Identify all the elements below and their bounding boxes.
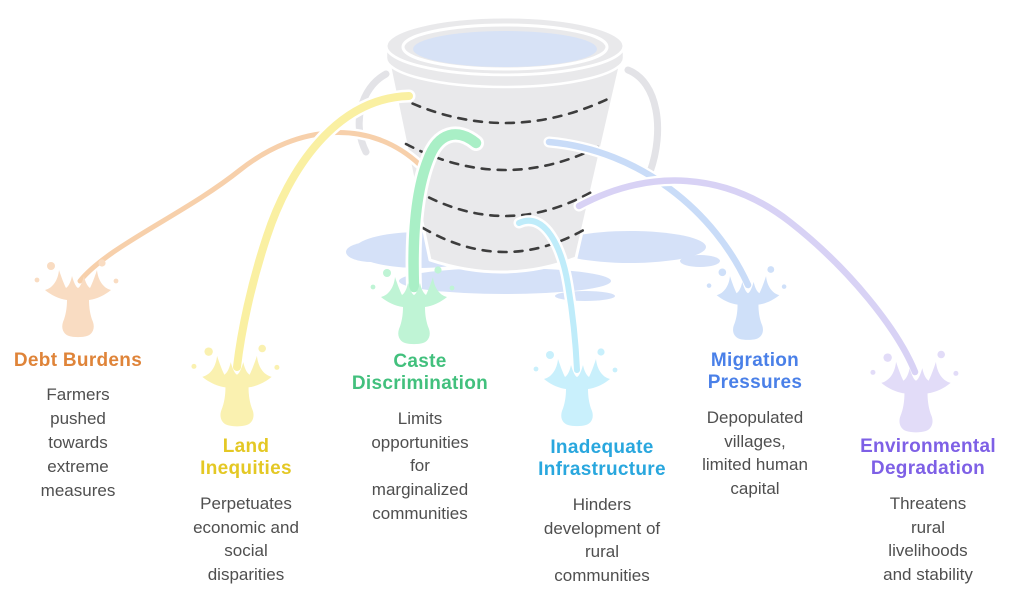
leak-card-inadequate-infrastructure: Inadequate Infrastructure Hinders develo… xyxy=(512,437,692,588)
leak-title: Environmental Degradation xyxy=(860,436,996,480)
splash-debt-burdens xyxy=(34,259,119,338)
stream-inadequate-infrastructure xyxy=(516,217,580,373)
stream-land-inequities xyxy=(233,92,413,371)
leak-title: Debt Burdens xyxy=(13,350,143,371)
leak-description: Depopulated villages, limited human capi… xyxy=(702,407,808,499)
leak-card-environmental-degradation: Environmental Degradation Threatens rura… xyxy=(833,436,1012,587)
stream-environmental-degradation xyxy=(575,177,919,376)
leak-title: Inadequate Infrastructure xyxy=(538,437,666,481)
streams xyxy=(75,89,921,378)
leak-description: Perpetuates economic and social disparit… xyxy=(193,493,299,585)
leak-description: Hinders development of rural communities xyxy=(543,494,661,586)
leak-title: Caste Discrimination xyxy=(351,351,489,395)
stream-migration-pressures xyxy=(545,138,752,289)
leak-description: Limits opportunities for marginalized co… xyxy=(371,408,469,523)
stream-caste-discrimination xyxy=(408,129,482,293)
leak-card-migration-pressures: Migration Pressures Depopulated villages… xyxy=(660,350,850,501)
leak-card-caste-discrimination: Caste Discrimination Limits opportunitie… xyxy=(330,351,510,526)
bucket-dashed-lines xyxy=(396,95,614,254)
bucket-water xyxy=(413,31,597,67)
bucket-body xyxy=(384,15,626,274)
stream-debt-burdens xyxy=(77,130,423,284)
leak-card-debt-burdens: Debt Burdens Farmers pushed towards extr… xyxy=(0,350,158,502)
leak-title: Land Inequities xyxy=(200,436,292,480)
leak-description: Threatens rural livelihoods and stabilit… xyxy=(883,493,973,585)
leak-card-land-inequities: Land Inequities Perpetuates economic and… xyxy=(166,436,326,587)
leak-description: Farmers pushed towards extreme measures xyxy=(40,385,116,500)
leak-title: Migration Pressures xyxy=(707,350,803,394)
